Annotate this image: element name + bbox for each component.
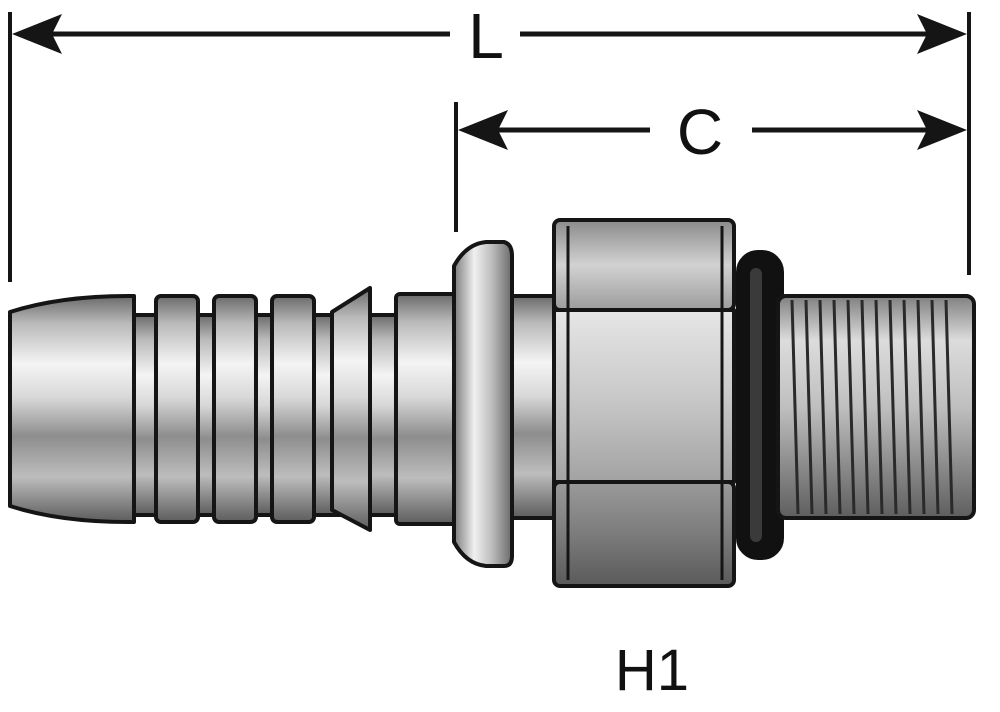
thread-length-dimension: C: [454, 96, 967, 232]
collar-ring: [452, 240, 514, 568]
fitting-body: [8, 218, 976, 588]
l-arrowhead-left: [12, 14, 62, 54]
hex-flat-middle: [552, 308, 736, 484]
stem-barb-2: [212, 294, 258, 524]
hex-nut: [552, 218, 736, 588]
l-arrowhead-right: [917, 14, 967, 54]
c-arrowhead-right: [917, 110, 967, 150]
hex-flat-top: [552, 218, 736, 312]
threaded-end: [776, 294, 976, 520]
collar-neck: [510, 294, 556, 520]
stem-barb-1: [154, 294, 200, 524]
hex-size-label: H1: [615, 638, 689, 703]
o-ring-highlight: [750, 268, 762, 542]
thread-crests: [790, 299, 954, 515]
c-arrowhead-left: [458, 110, 508, 150]
hex-flat-bottom: [552, 480, 736, 588]
stem-shoulder: [394, 292, 458, 526]
c-dimension-label: C: [677, 96, 723, 168]
stem-tapered-barb: [330, 286, 372, 532]
l-dimension-label: L: [468, 0, 504, 72]
stem-barb-3: [270, 294, 316, 524]
stem-nose: [8, 294, 136, 524]
overall-length-dimension: L: [8, 0, 971, 282]
